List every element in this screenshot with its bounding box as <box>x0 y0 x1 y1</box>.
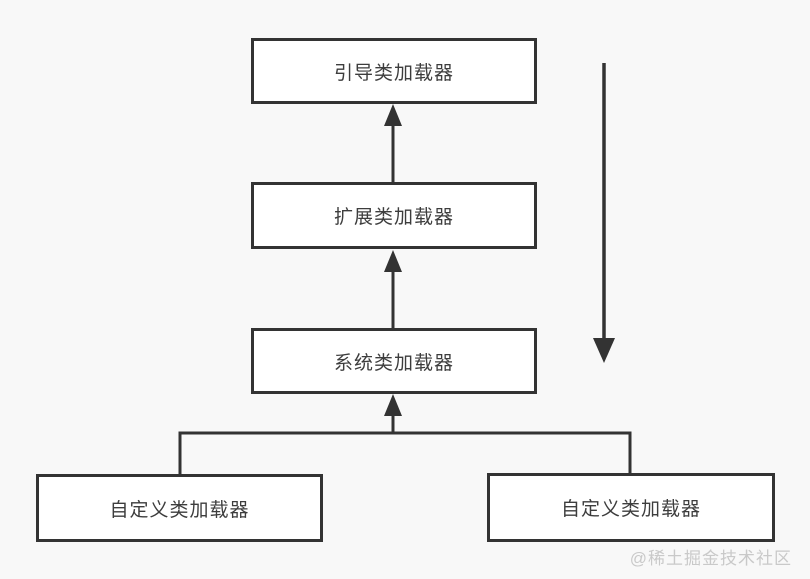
delegation-direction-arrow <box>593 63 615 363</box>
arrow-extension-to-bootstrap <box>384 104 402 182</box>
node-extension-classloader: 扩展类加载器 <box>251 182 537 249</box>
arrow-system-to-extension <box>384 250 402 328</box>
node-custom-right-label: 自定义类加载器 <box>560 499 701 520</box>
node-bootstrap-label: 引导类加载器 <box>333 62 454 84</box>
node-extension-label: 扩展类加载器 <box>333 207 454 228</box>
node-system-label: 系统类加载器 <box>333 352 454 374</box>
branch-connector-custom-loaders <box>178 394 632 475</box>
node-custom-left-label: 自定义类加载器 <box>109 499 250 521</box>
node-bootstrap-classloader: 引导类加载器 <box>251 38 537 104</box>
node-system-classloader: 系统类加载器 <box>251 328 537 394</box>
node-custom-classloader-left: 自定义类加载器 <box>36 474 323 542</box>
node-custom-classloader-right: 自定义类加载器 <box>487 473 775 542</box>
watermark: @稀土掘金技术社区 <box>629 549 792 568</box>
